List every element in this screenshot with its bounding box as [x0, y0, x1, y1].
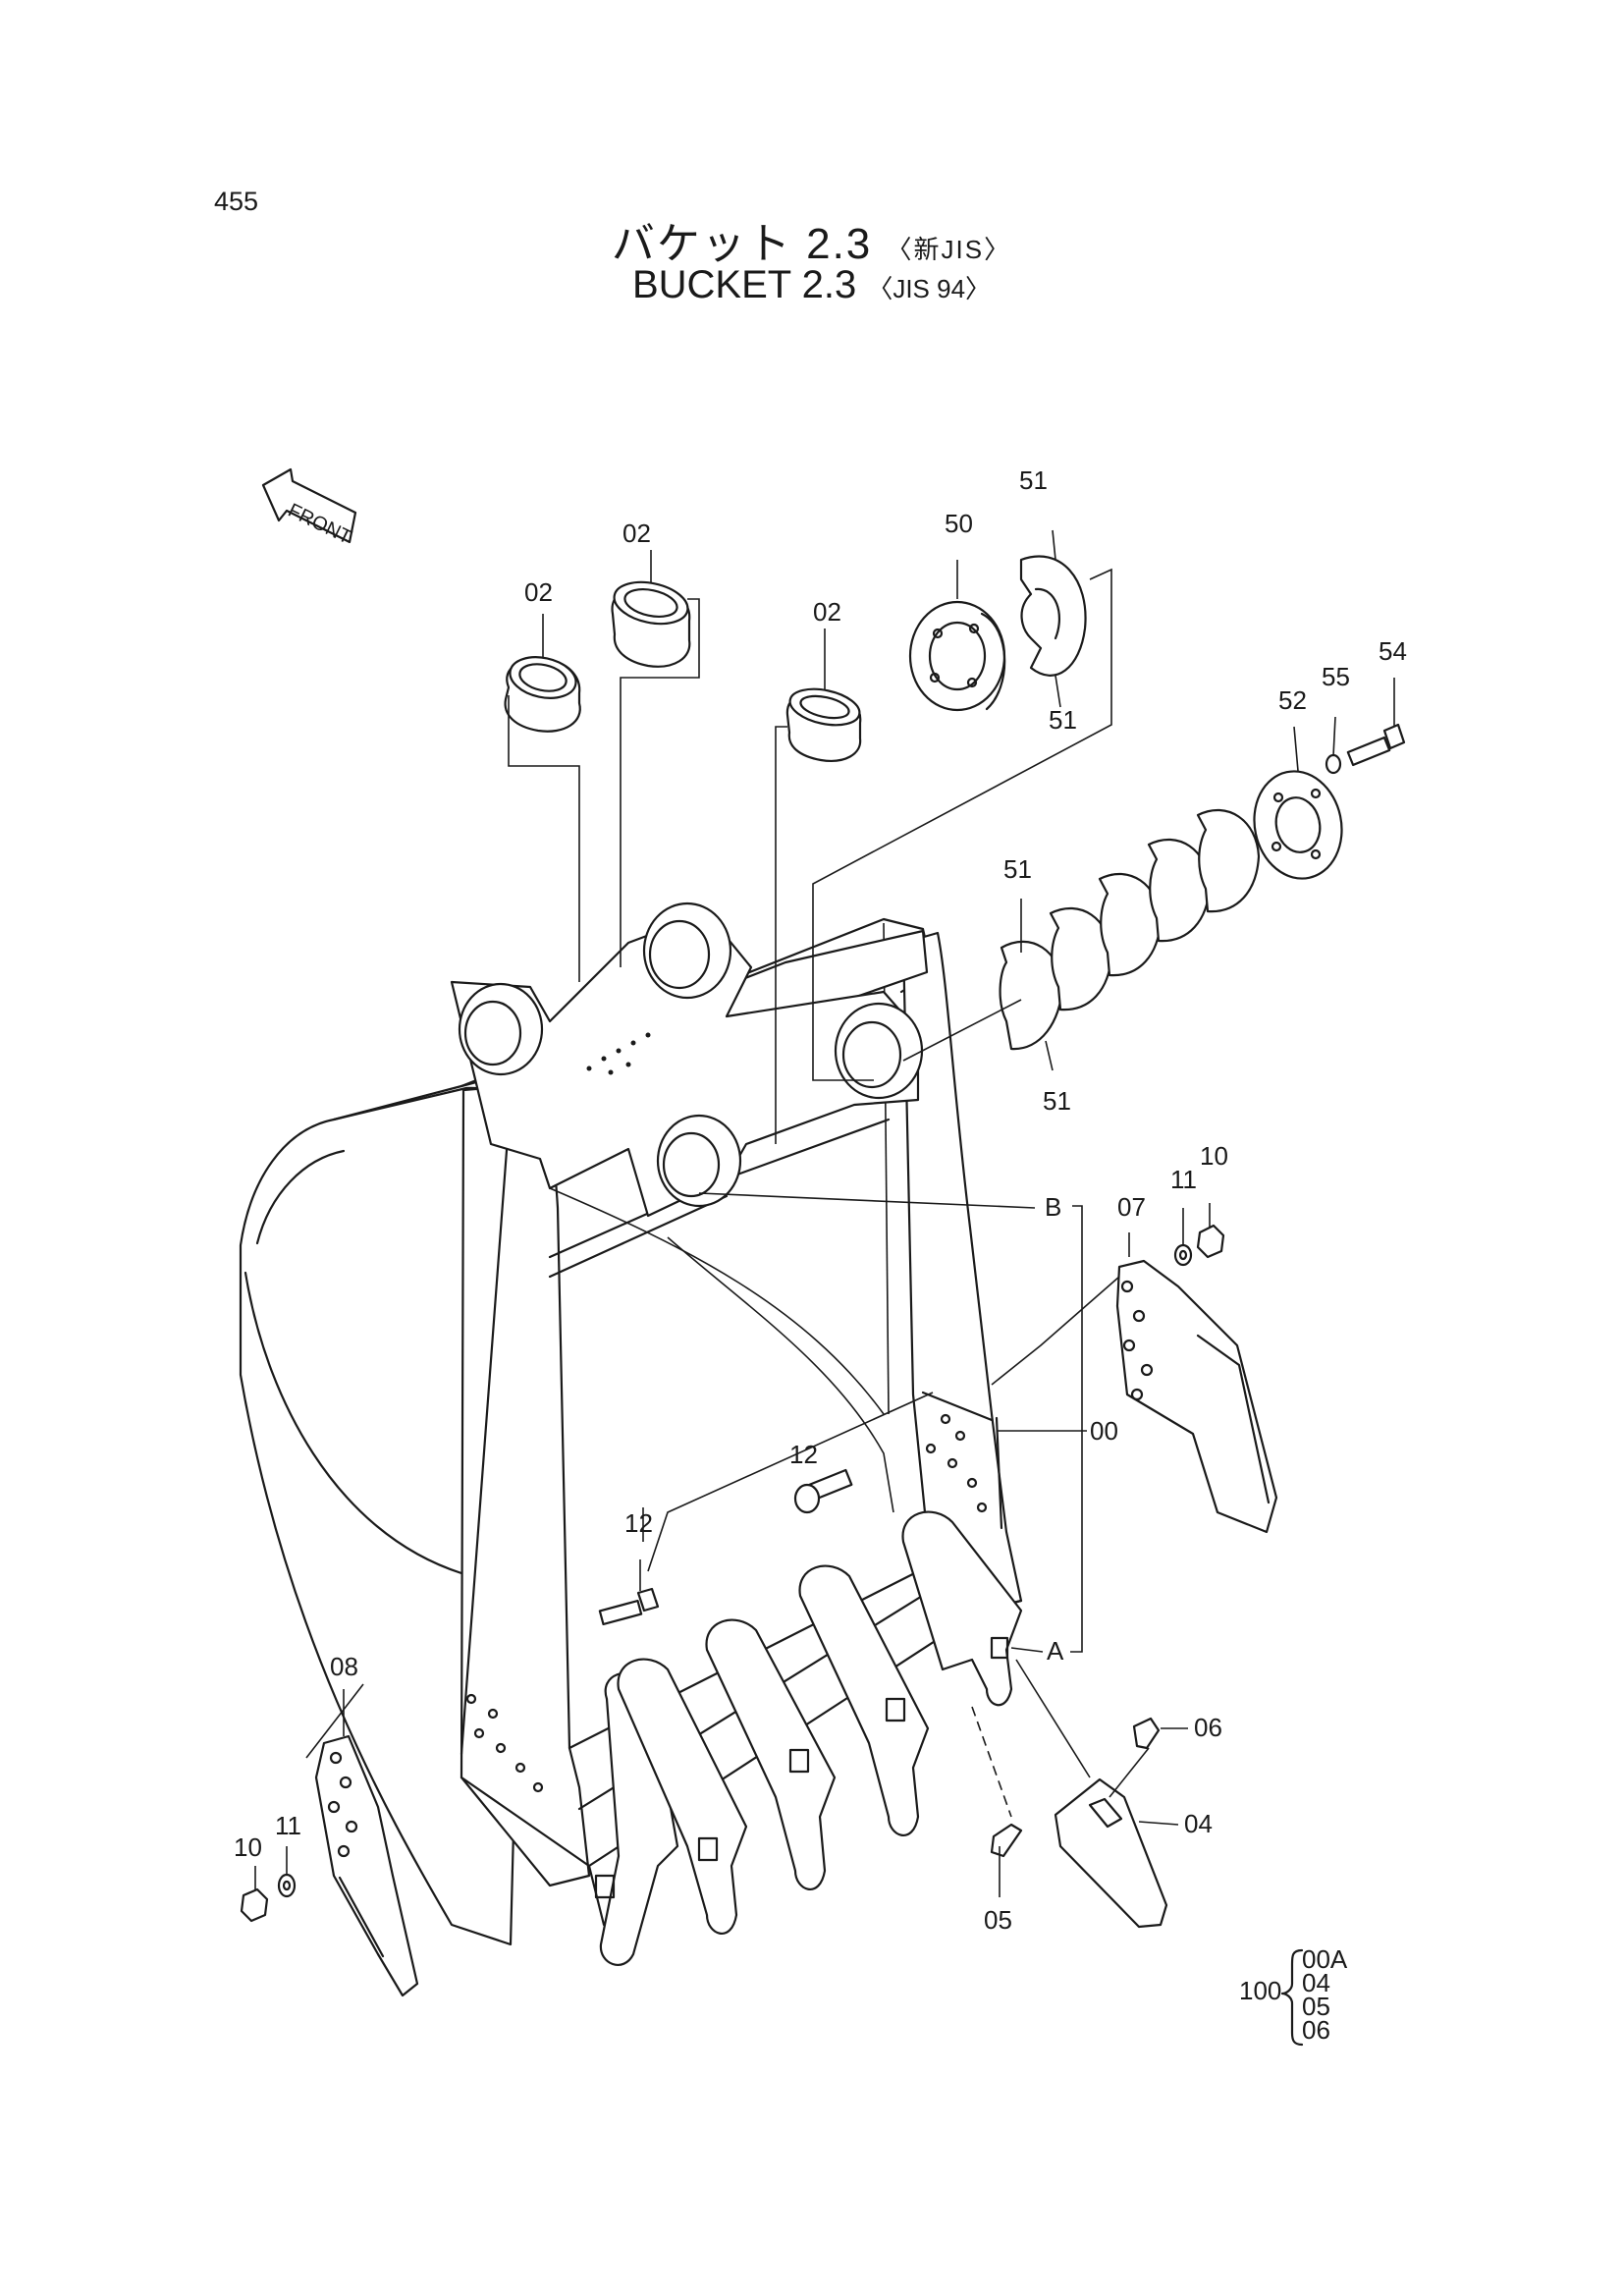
washer-11-left: [277, 1873, 297, 1898]
part-label-07: 07: [1117, 1192, 1146, 1222]
leader-lines: [254, 529, 1395, 1897]
tooth-3: [705, 1618, 837, 1891]
page-number: 455: [214, 187, 259, 216]
kit-item-1: 00A: [1302, 1944, 1348, 1974]
bushing-02-left: [504, 656, 581, 733]
nut-10-right: [1196, 1224, 1225, 1259]
tooth-4: [798, 1564, 930, 1837]
side-cutter-07: [1115, 1259, 1278, 1534]
bucket-teeth: [594, 1510, 1023, 1966]
kit-item-4: 06: [1302, 2015, 1330, 2045]
part-label-52: 52: [1278, 685, 1307, 715]
callout-b: B: [1045, 1192, 1061, 1222]
part-label-10-left: 10: [234, 1832, 262, 1862]
front-arrow-icon: FRONT: [261, 467, 357, 549]
bolt-12-lower: [598, 1587, 660, 1626]
title-en-text: BUCKET 2.3: [631, 263, 857, 306]
shim-stack-51: [999, 809, 1261, 1051]
nut-10-left: [240, 1887, 269, 1923]
part-label-54: 54: [1379, 636, 1407, 666]
part-label-02-left: 02: [524, 577, 553, 607]
washer-11-right: [1173, 1243, 1193, 1267]
part-label-05: 05: [984, 1905, 1012, 1935]
part-label-08: 08: [330, 1652, 358, 1681]
tooth-5: [901, 1510, 1023, 1707]
part-label-04: 04: [1184, 1809, 1213, 1838]
plate-52: [1253, 770, 1343, 880]
part-label-11-left: 11: [275, 1811, 301, 1840]
part-label-00: 00: [1090, 1416, 1118, 1446]
bucket-bracket: [450, 902, 924, 1218]
part-label-51-top: 51: [1019, 465, 1048, 495]
part-label-02-right: 02: [813, 597, 841, 627]
title-jp-text: バケット 2.3: [611, 220, 873, 268]
callout-a: A: [1047, 1636, 1064, 1666]
bolt-12-upper: [793, 1468, 853, 1514]
lock-06: [1132, 1717, 1161, 1750]
detached-tooth-04: [1054, 1777, 1168, 1929]
title-en-spec: 〈JIS 94〉: [867, 274, 992, 303]
washer-55: [1325, 753, 1342, 775]
part-label-51-stack-bottom: 51: [1043, 1086, 1071, 1116]
part-label-50: 50: [945, 509, 973, 538]
part-label-51-upper-lower: 51: [1049, 705, 1077, 735]
pin-05: [990, 1823, 1023, 1858]
part-label-11-right: 11: [1170, 1165, 1197, 1194]
shim-51-upper: [1019, 555, 1087, 677]
side-plate-holes: [465, 1413, 988, 1793]
kit-item-2: 04: [1302, 1968, 1330, 1997]
part-label-51-stack-top: 51: [1003, 854, 1032, 884]
part-label-06: 06: [1194, 1713, 1222, 1742]
tooth-2: [617, 1658, 748, 1936]
title-jp-spec: 〈新JIS〉: [886, 235, 1012, 264]
kit-item-3: 05: [1302, 1992, 1330, 2021]
bushing-02-middle: [611, 580, 691, 668]
part-label-10-right: 10: [1200, 1141, 1228, 1171]
page-title-english: BUCKET 2.3 〈JIS 94〉: [0, 263, 1623, 307]
page-title-japanese: バケット 2.3 〈新JIS〉: [0, 208, 1623, 271]
collar-50: [908, 600, 1006, 712]
side-cutter-08: [314, 1734, 419, 1997]
bushing-02-right: [785, 687, 862, 762]
kit-number: 100: [1239, 1976, 1281, 2005]
bolt-54: [1346, 723, 1406, 767]
kit-100-group: 100 00A 04 05 06: [1239, 1944, 1348, 2047]
part-label-12-lower: 12: [624, 1508, 653, 1538]
part-label-02-middle: 02: [622, 519, 651, 548]
part-label-55: 55: [1322, 662, 1350, 691]
part-label-12-upper: 12: [789, 1440, 818, 1469]
